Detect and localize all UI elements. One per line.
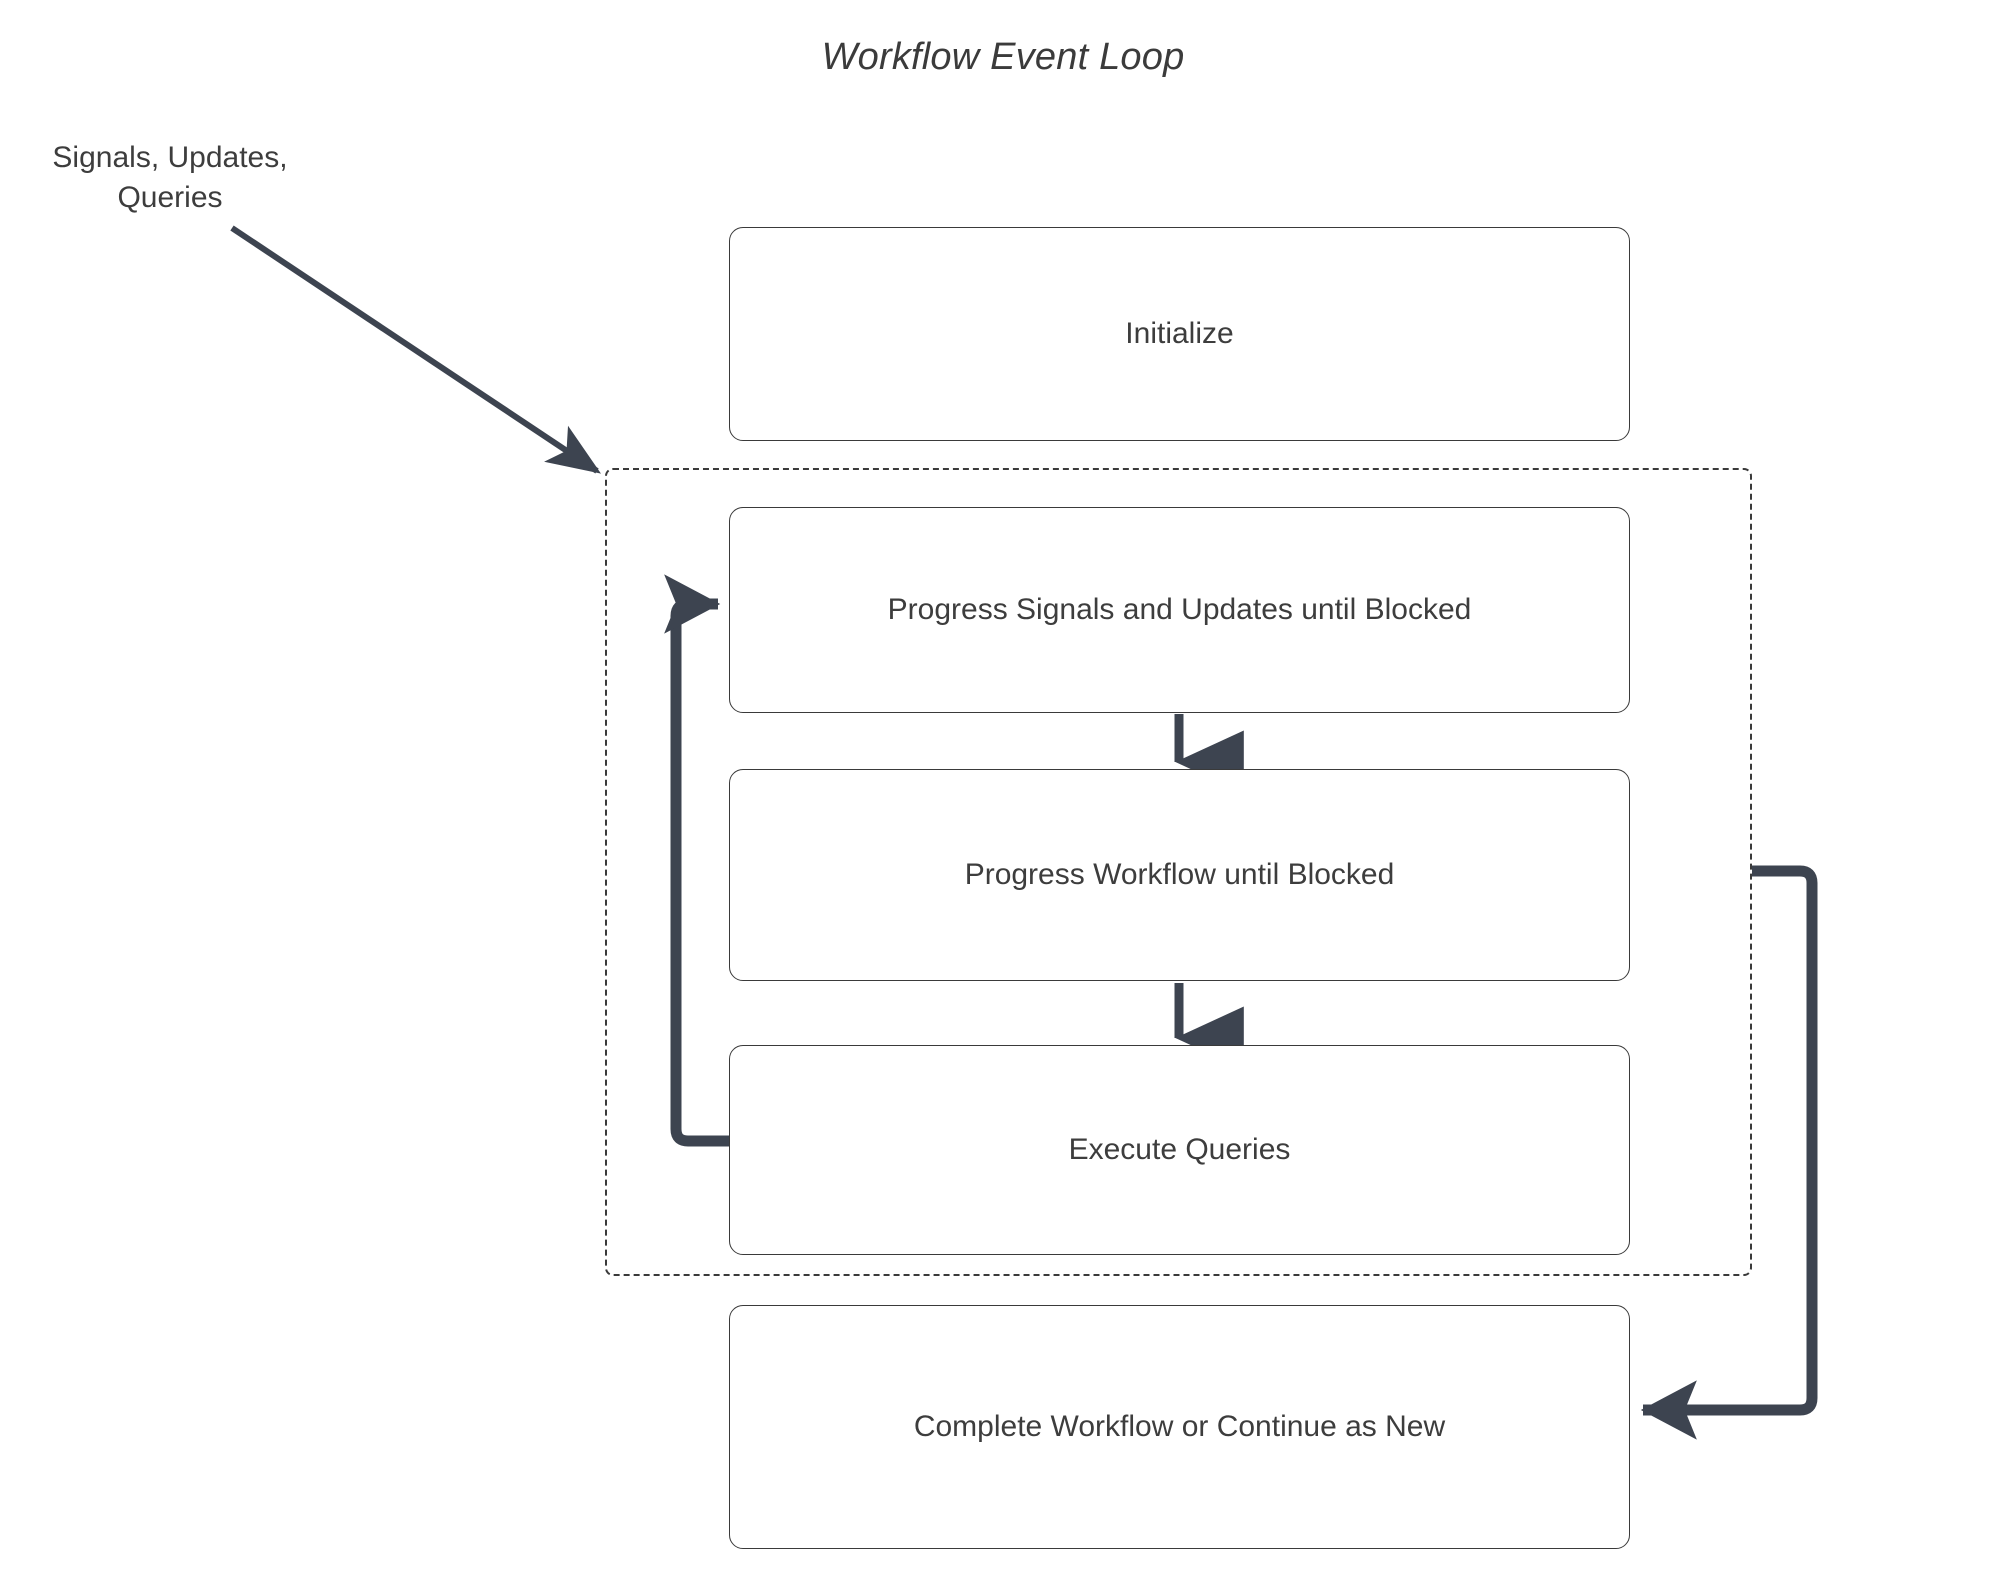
event-loop-container	[605, 468, 1752, 1276]
edge-label-line-2: Queries	[117, 180, 223, 214]
node-progress-workflow-until-blocked[interactable]: Progress Workflow until Blocked	[729, 769, 1630, 981]
edge-label-line-1: Signals, Updates,	[52, 141, 288, 174]
edge-label-signals-updates-queries: Signals, Updates, Queries	[20, 138, 320, 217]
edge-signals-to-loop	[230, 225, 601, 474]
node-execute-queries[interactable]: Execute Queries	[729, 1045, 1630, 1255]
edge-queries-loopback	[664, 574, 729, 1147]
diagram-title: Workflow Event Loop	[821, 36, 1185, 78]
node-execute-queries-label: Execute Queries	[1068, 1133, 1291, 1166]
node-progress-signals-and-updates-until-blocked[interactable]: Progress Signals and Updates until Block…	[729, 507, 1630, 713]
node-complete-workflow-or-continue-as-new[interactable]: Complete Workflow or Continue as New	[729, 1305, 1630, 1549]
edge-loop-to-complete	[1640, 865, 1818, 1440]
node-progress-workflow-label: Progress Workflow until Blocked	[964, 858, 1395, 891]
node-initialize[interactable]: Initialize	[729, 227, 1630, 441]
node-progress-signals-label: Progress Signals and Updates until Block…	[887, 593, 1472, 626]
node-initialize-label: Initialize	[1125, 317, 1234, 350]
node-complete-label: Complete Workflow or Continue as New	[913, 1410, 1446, 1443]
